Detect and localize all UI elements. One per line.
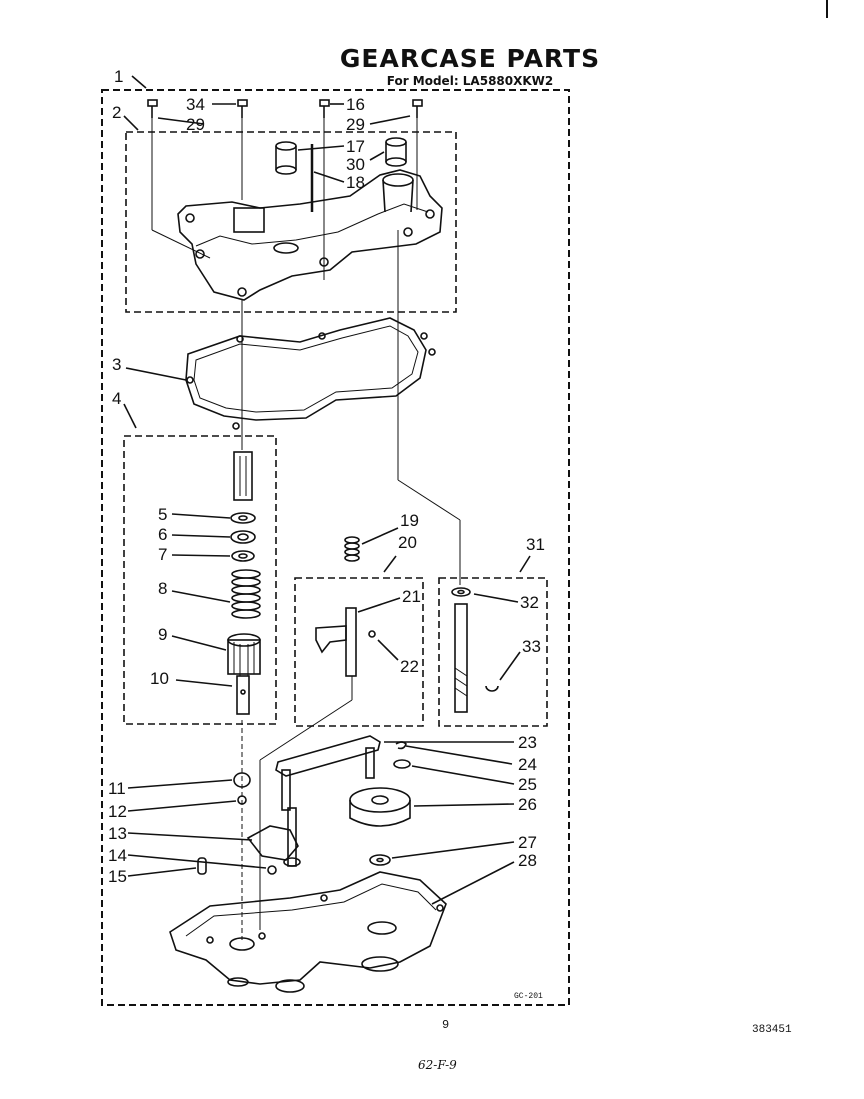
callout-19: 19 <box>400 511 419 530</box>
callout-17: 17 <box>346 137 365 156</box>
shaft-10 <box>236 675 250 715</box>
screw-16 <box>319 99 330 118</box>
model-subtitle: For Model: LA5880XKW2 <box>386 74 554 88</box>
page-number: 9 <box>442 1018 450 1032</box>
callout-33: 33 <box>522 637 541 656</box>
callout-9: 9 <box>158 625 167 644</box>
document-number: 383451 <box>752 1024 792 1036</box>
washer-25 <box>393 759 411 769</box>
screw-29-right <box>412 99 423 118</box>
cap-11 <box>233 772 251 788</box>
callout-7: 7 <box>158 545 167 564</box>
callout-6: 6 <box>158 525 167 544</box>
main-gear-26 <box>349 787 411 827</box>
pin-15 <box>197 857 207 875</box>
bushing-30 <box>385 137 407 167</box>
clip-24 <box>395 741 407 750</box>
callout-1: 1 <box>114 67 123 86</box>
pinion-gear-9 <box>227 633 261 676</box>
splined-shaft <box>233 451 253 501</box>
callout-3: 3 <box>112 355 121 374</box>
washer-32 <box>451 587 471 597</box>
shift-shaft-21 <box>345 607 357 677</box>
callout-22: 22 <box>400 657 419 676</box>
callout-11: 11 <box>108 779 126 798</box>
callout-2: 2 <box>112 103 121 122</box>
clip-33 <box>485 685 499 692</box>
page-title: GEARCASE PARTS <box>339 44 601 73</box>
screw-34 <box>237 99 248 118</box>
callout-18: 18 <box>346 173 365 192</box>
cover-box <box>125 131 457 313</box>
assembly-box-outer <box>101 89 570 1006</box>
detent-22 <box>368 630 376 638</box>
pinion-box <box>123 435 277 725</box>
screw-29-left <box>147 99 158 118</box>
callout-31: 31 <box>526 535 545 554</box>
gearcase-cover <box>177 169 443 301</box>
washer-6 <box>230 530 256 544</box>
callout-15: 15 <box>108 867 127 886</box>
drive-link <box>275 735 381 777</box>
callout-8: 8 <box>158 579 167 598</box>
callout-20: 20 <box>398 533 417 552</box>
callout-32: 32 <box>520 593 539 612</box>
callout-26: 26 <box>518 795 537 814</box>
callout-10: 10 <box>150 669 169 688</box>
callout-16: 16 <box>346 95 365 114</box>
drawing-code: GC-201 <box>514 992 543 1001</box>
callout-29-right: 29 <box>346 115 365 134</box>
callout-28: 28 <box>518 851 537 870</box>
callout-30: 30 <box>346 155 365 174</box>
shift-fork-box <box>294 577 424 727</box>
callout-23: 23 <box>518 733 537 752</box>
callout-12: 12 <box>108 802 127 821</box>
gasket <box>185 317 427 421</box>
callout-14: 14 <box>108 846 127 865</box>
spring-8 <box>231 569 261 619</box>
handwritten-note: 62-F-9 <box>418 1058 457 1072</box>
callout-24: 24 <box>518 755 537 774</box>
washer-5 <box>230 512 256 524</box>
edge-mark <box>826 0 828 18</box>
ball-12 <box>237 795 247 805</box>
washer-7 <box>231 550 255 562</box>
fork <box>315 625 347 654</box>
callout-25: 25 <box>518 775 537 794</box>
callout-5: 5 <box>158 505 167 524</box>
callout-27: 27 <box>518 833 537 852</box>
callout-13: 13 <box>108 824 127 843</box>
spring-19 <box>344 536 360 562</box>
washer-27 <box>369 854 391 866</box>
callout-29-left: 29 <box>186 115 205 134</box>
lever-13 <box>246 807 301 867</box>
callout-4: 4 <box>112 389 121 408</box>
bushing-17 <box>275 141 297 175</box>
callout-21: 21 <box>402 587 421 606</box>
shaft-box <box>438 577 548 727</box>
callout-34: 34 <box>186 95 205 114</box>
ring-14 <box>267 865 277 875</box>
gearcase-housing <box>169 871 447 985</box>
helix-shaft <box>454 603 468 713</box>
